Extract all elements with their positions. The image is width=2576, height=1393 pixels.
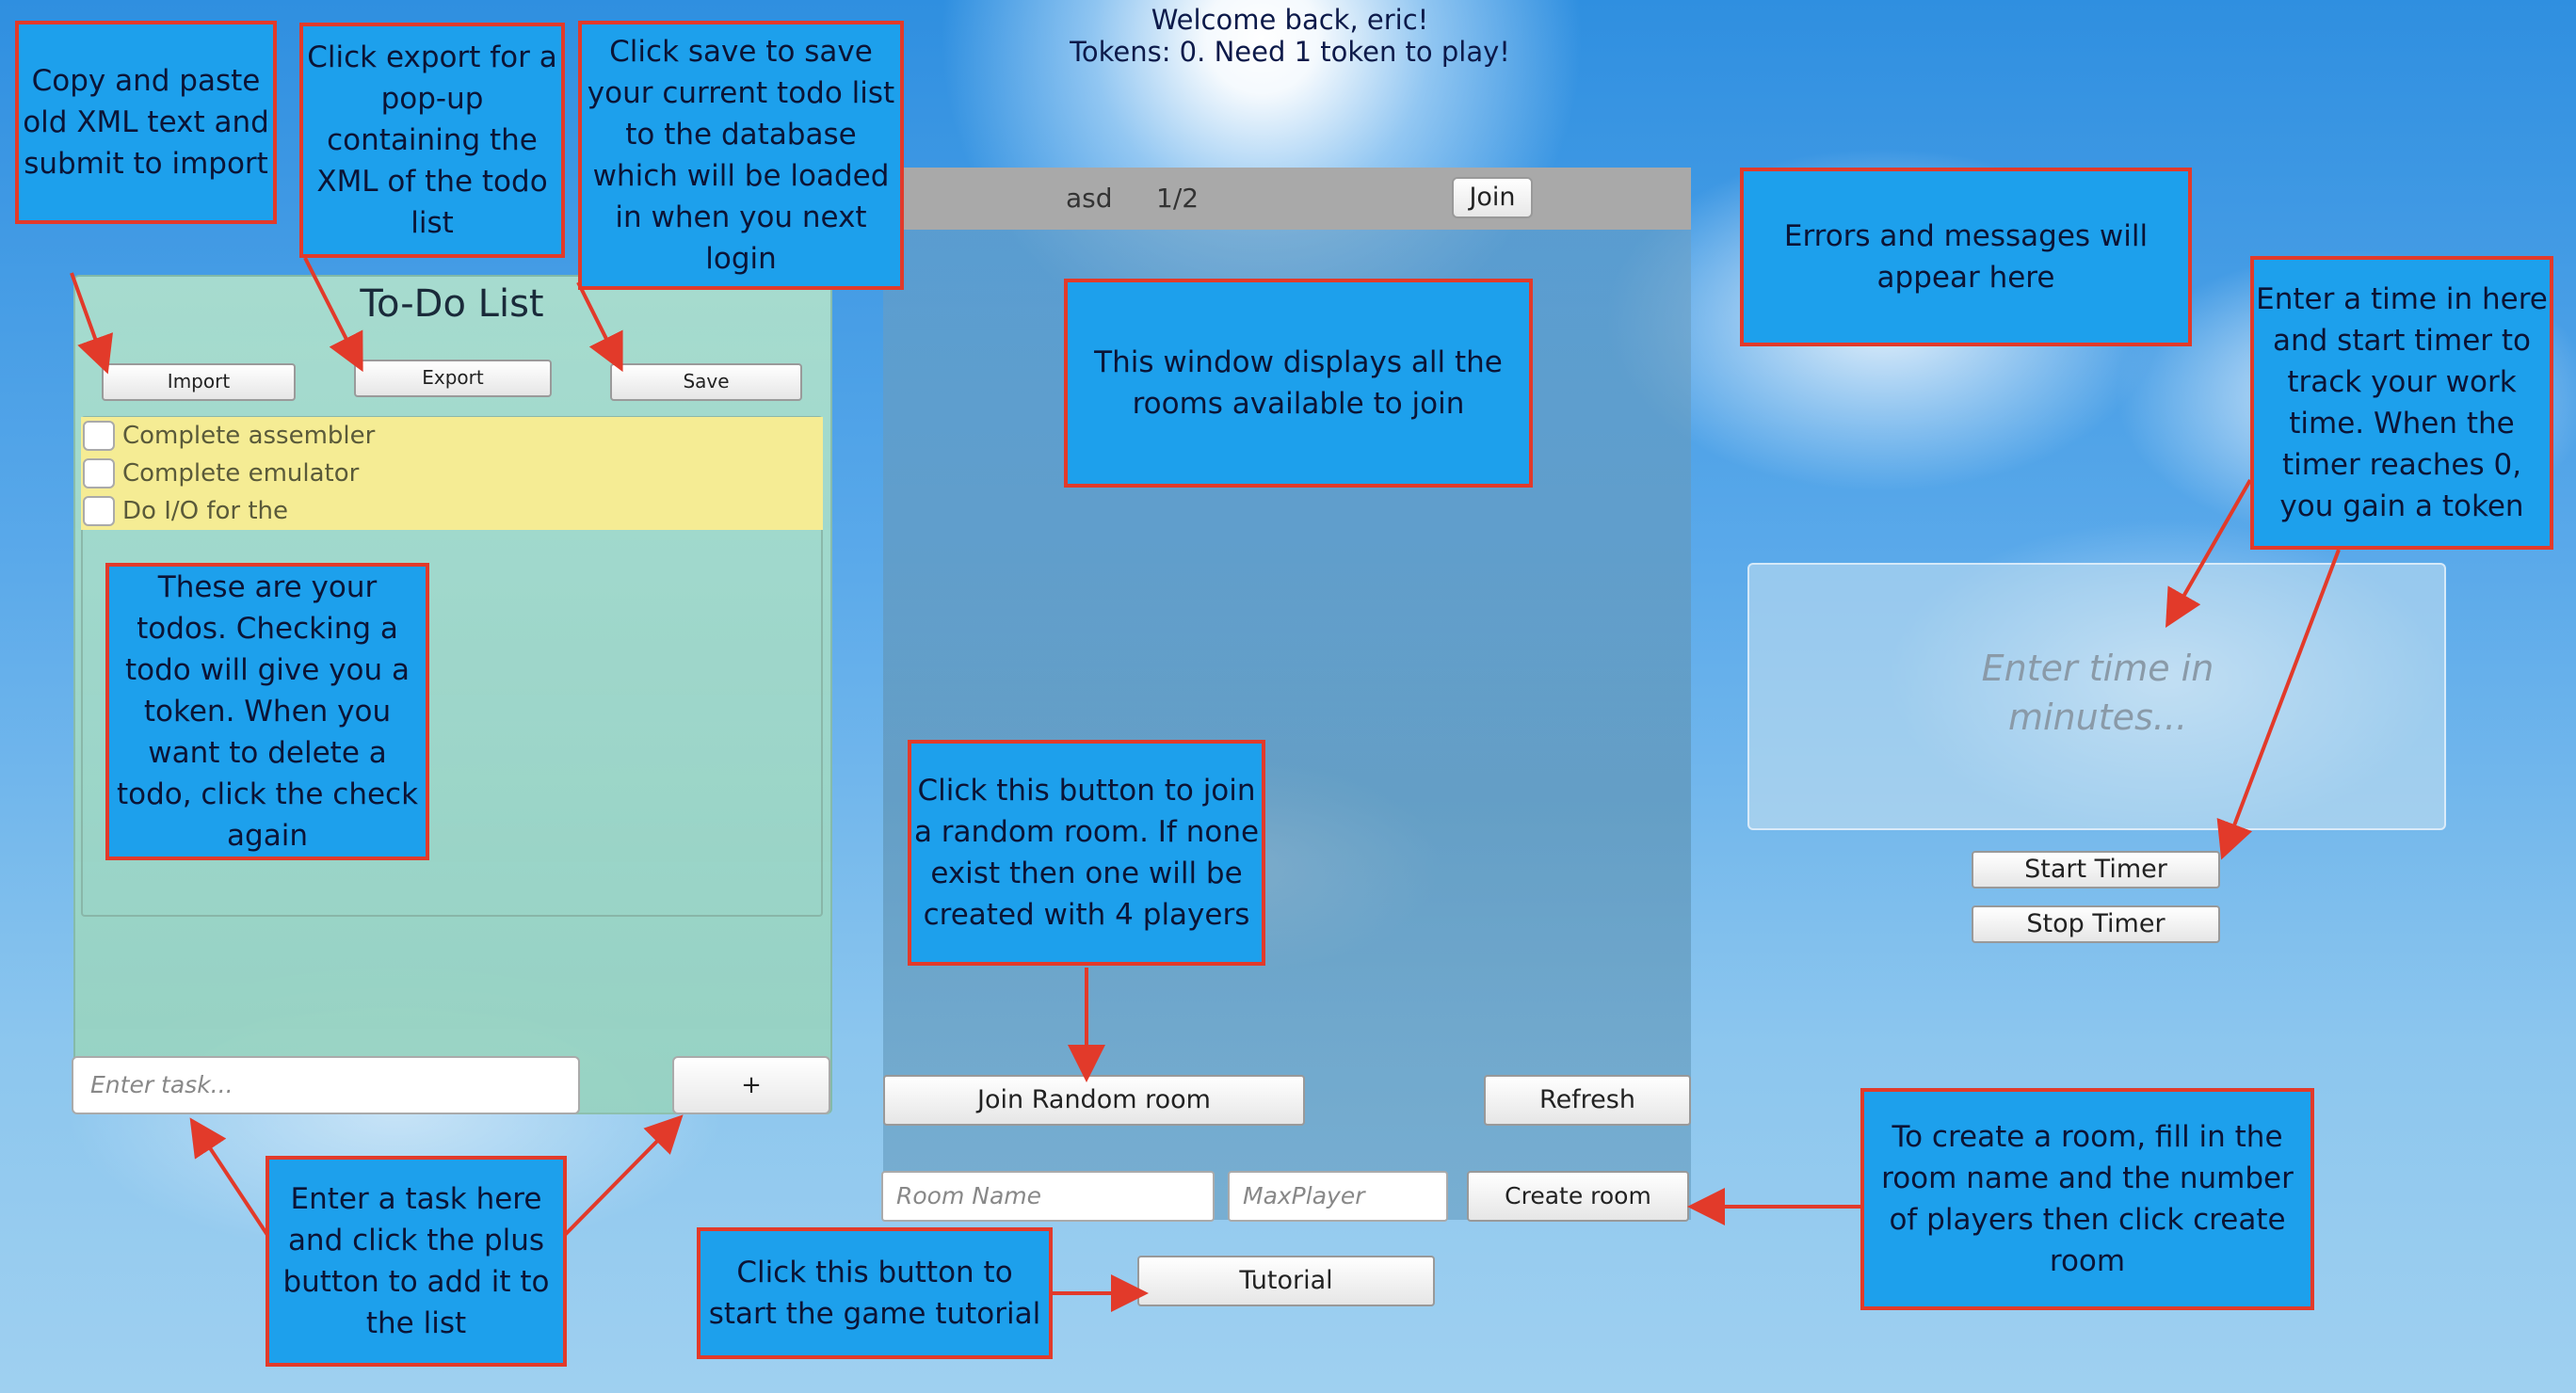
annotation-export: Click export for a pop-up containing the… xyxy=(299,23,565,258)
todo-item: Complete assembler xyxy=(81,417,823,455)
import-button[interactable]: Import xyxy=(102,363,296,401)
annotation-rooms-window: This window displays all the rooms avail… xyxy=(1064,279,1533,488)
todo-item-label: Complete assembler xyxy=(122,422,376,450)
annotation-text: Copy and paste old XML text and submit t… xyxy=(23,64,269,181)
room-row xyxy=(883,168,1691,230)
annotation-text: This window displays all the rooms avail… xyxy=(1094,345,1503,421)
todo-item-label: Complete emulator xyxy=(122,459,360,488)
refresh-button[interactable]: Refresh xyxy=(1484,1075,1691,1126)
tokens-text: Tokens: 0. Need 1 token to play! xyxy=(1070,36,1510,68)
save-button[interactable]: Save xyxy=(610,363,802,401)
todo-checkbox[interactable] xyxy=(83,496,115,526)
annotation-todos: These are your todos. Checking a todo wi… xyxy=(105,563,429,860)
annotation-text: Click export for a pop-up containing the… xyxy=(307,40,557,240)
create-room-button[interactable]: Create room xyxy=(1467,1171,1689,1222)
annotation-text: Click this button to start the game tuto… xyxy=(708,1256,1041,1331)
annotation-text: Click this button to join a random room.… xyxy=(913,774,1260,932)
todo-item: Complete emulator xyxy=(81,455,823,492)
annotation-timer: Enter a time in here and start timer to … xyxy=(2250,256,2553,550)
arrow-to-add-button xyxy=(563,1114,684,1237)
arrow-to-save xyxy=(576,281,623,373)
annotation-text: These are your todos. Checking a todo wi… xyxy=(116,570,419,853)
tutorial-button[interactable]: Tutorial xyxy=(1137,1256,1435,1306)
room-name: asd xyxy=(1066,183,1113,214)
arrow-to-timer-input xyxy=(2165,479,2252,628)
room-name-input[interactable]: Room Name xyxy=(881,1171,1215,1222)
welcome-text: Welcome back, eric! xyxy=(1151,4,1429,36)
stop-timer-button[interactable]: Stop Timer xyxy=(1972,905,2220,943)
max-player-input[interactable]: MaxPlayer xyxy=(1228,1171,1448,1222)
arrow-to-task-input xyxy=(189,1117,269,1237)
start-timer-button[interactable]: Start Timer xyxy=(1972,851,2220,889)
todo-item: Do I/O for the xyxy=(81,492,823,530)
annotation-text: Click save to save your current todo lis… xyxy=(587,35,895,276)
annotation-task: Enter a task here and click the plus but… xyxy=(266,1156,567,1367)
timer-placeholder: Enter time in minutes... xyxy=(1981,648,2214,738)
annotation-import: Copy and paste old XML text and submit t… xyxy=(15,21,277,224)
task-input[interactable]: Enter task... xyxy=(72,1056,580,1114)
add-task-button[interactable]: + xyxy=(672,1056,830,1114)
join-random-room-button[interactable]: Join Random room xyxy=(883,1075,1305,1126)
annotation-text: Enter a time in here and start timer to … xyxy=(2256,282,2548,523)
annotation-text: To create a room, fill in the room name … xyxy=(1881,1120,2294,1278)
todo-checkbox[interactable] xyxy=(83,458,115,488)
annotation-text: Enter a task here and click the plus but… xyxy=(282,1182,550,1340)
annotation-tutorial: Click this button to start the game tuto… xyxy=(697,1227,1053,1359)
welcome-header: Welcome back, eric! Tokens: 0. Need 1 to… xyxy=(942,4,1638,68)
room-player-count: 1/2 xyxy=(1156,183,1199,214)
annotation-join-random: Click this button to join a random room.… xyxy=(908,740,1265,966)
export-button[interactable]: Export xyxy=(354,360,552,397)
todo-item-label: Do I/O for the xyxy=(122,497,289,525)
timer-input[interactable]: Enter time in minutes... xyxy=(1747,563,2446,830)
arrow-to-export xyxy=(303,257,363,373)
todo-title: To-Do List xyxy=(360,282,544,326)
arrow-to-import xyxy=(70,272,113,375)
annotation-save: Click save to save your current todo lis… xyxy=(578,21,904,290)
arrow-to-start-timer xyxy=(2216,549,2341,860)
annotation-errors: Errors and messages will appear here xyxy=(1740,168,2192,346)
todo-checkbox[interactable] xyxy=(83,421,115,451)
join-room-button[interactable]: Join xyxy=(1452,177,1533,218)
annotation-text: Errors and messages will appear here xyxy=(1783,219,2149,295)
annotation-create-room: To create a room, fill in the room name … xyxy=(1860,1088,2314,1310)
